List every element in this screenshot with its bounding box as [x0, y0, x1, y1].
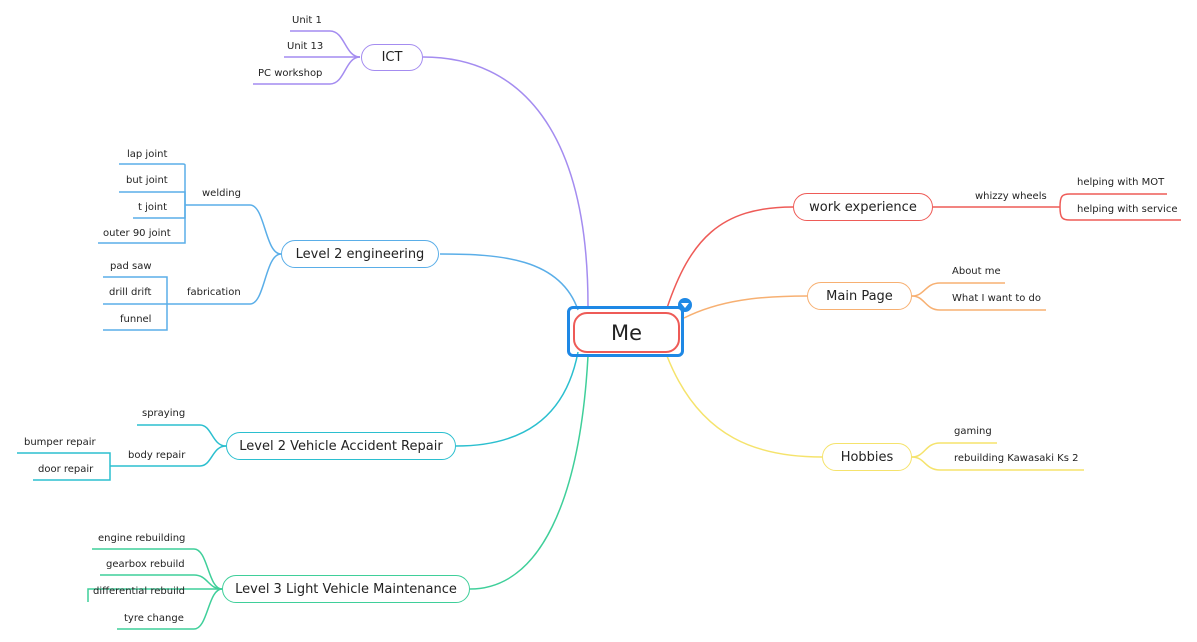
engineering-fabrication[interactable]: fabrication — [187, 287, 241, 298]
accident-body-repair[interactable]: body repair — [128, 450, 186, 461]
fabrication-funnel[interactable]: funnel — [120, 314, 152, 325]
hobbies-rebuilding-kawasaki[interactable]: rebuilding Kawasaki Ks 2 — [954, 453, 1079, 464]
welding-but-joint[interactable]: but joint — [126, 175, 168, 186]
body-repair-bumper-repair[interactable]: bumper repair — [24, 437, 96, 448]
collapse-toggle-icon[interactable] — [678, 298, 692, 312]
topic-level-2-engineering[interactable]: Level 2 engineering — [281, 240, 439, 268]
ict-item-unit-13[interactable]: Unit 13 — [287, 41, 324, 52]
topic-level-3-light-vehicle-maintenance[interactable]: Level 3 Light Vehicle Maintenance — [222, 575, 470, 603]
ict-item-pc-workshop[interactable]: PC workshop — [258, 68, 323, 79]
central-topic-selection-frame — [567, 306, 684, 357]
body-repair-door-repair[interactable]: door repair — [38, 464, 94, 475]
main-about-me[interactable]: About me — [952, 266, 1001, 277]
welding-t-joint[interactable]: t joint — [138, 202, 168, 213]
main-what-i-want-to-do[interactable]: What I want to do — [952, 293, 1042, 304]
welding-lap-joint[interactable]: lap joint — [127, 149, 168, 160]
light-tyre-change[interactable]: tyre change — [124, 613, 184, 624]
central-topic[interactable]: Me — [573, 312, 680, 353]
light-gearbox-rebuild[interactable]: gearbox rebuild — [106, 559, 185, 570]
accident-spraying[interactable]: spraying — [142, 408, 186, 419]
work-whizzy-wheels[interactable]: whizzy wheels — [975, 191, 1047, 202]
fabrication-drill-drift[interactable]: drill drift — [109, 287, 152, 298]
topic-hobbies[interactable]: Hobbies — [822, 443, 912, 471]
topic-work-experience[interactable]: work experience — [793, 193, 933, 221]
light-engine-rebuilding[interactable]: engine rebuilding — [98, 533, 186, 544]
light-differential-rebuild[interactable]: differential rebuild — [93, 586, 185, 597]
welding-outer-90-joint[interactable]: outer 90 joint — [103, 228, 171, 239]
topic-main-page[interactable]: Main Page — [807, 282, 912, 310]
fabrication-pad-saw[interactable]: pad saw — [110, 261, 152, 272]
ict-item-unit-1[interactable]: Unit 1 — [292, 15, 322, 26]
whizzy-helping-with-mot[interactable]: helping with MOT — [1077, 177, 1165, 188]
engineering-welding[interactable]: welding — [202, 188, 241, 199]
topic-ict[interactable]: ICT — [361, 44, 423, 71]
whizzy-helping-with-service[interactable]: helping with service — [1077, 204, 1178, 215]
hobbies-gaming[interactable]: gaming — [954, 426, 992, 437]
topic-level-2-vehicle-accident-repair[interactable]: Level 2 Vehicle Accident Repair — [226, 432, 456, 460]
